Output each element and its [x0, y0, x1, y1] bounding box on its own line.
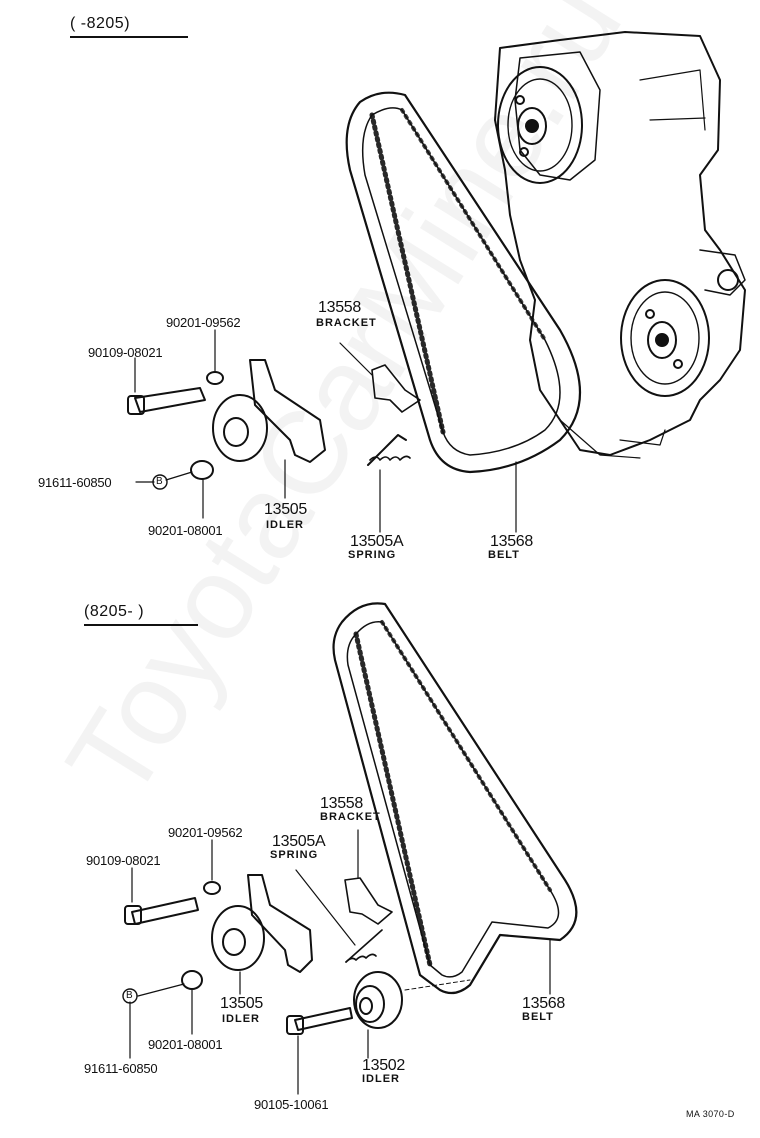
crank-pulley	[620, 279, 710, 397]
idler-bottom-drawing	[124, 869, 471, 1035]
top-spring-number: 13505A	[350, 533, 404, 550]
bottom-belt-number: 13568	[522, 995, 565, 1012]
engine-housing	[494, 31, 746, 459]
leader-lines-top	[134, 329, 517, 533]
bottom-washer-upper-label: 90201-09562	[168, 825, 243, 840]
top-washer-lower-label: 90201-08001	[148, 523, 223, 538]
bottom-spring-name: SPRING	[270, 849, 319, 861]
bottom-belt-name: BELT	[522, 1011, 554, 1023]
bottom-idler-name: IDLER	[222, 1013, 260, 1025]
top-idler-number: 13505	[264, 501, 307, 518]
section-top-range: ( -8205)	[70, 15, 131, 32]
bottom-bracket-name: BRACKET	[320, 811, 381, 823]
bottom-washer-lower-label: 90201-08001	[148, 1037, 223, 1052]
bottom-b-circle-label: B	[126, 990, 133, 1001]
timing-belt-top	[345, 91, 582, 474]
b-circle-bottom	[122, 988, 138, 1004]
section-bottom-range: (8205- )	[84, 603, 145, 620]
bottom-idler2-name: IDLER	[362, 1073, 400, 1085]
bottom-bolt2-label: 90105-10061	[254, 1097, 329, 1112]
bottom-idler-number: 13505	[220, 995, 263, 1012]
top-idler-name: IDLER	[266, 519, 304, 531]
bottom-idler2-number: 13502	[362, 1057, 405, 1074]
top-belt-name: BELT	[488, 549, 520, 561]
bottom-retainer-label: 91611-60850	[84, 1061, 158, 1076]
top-bracket-number: 13558	[318, 299, 361, 316]
top-b-circle-label: B	[156, 476, 163, 487]
bottom-bolt-label: 90109-08021	[86, 853, 161, 868]
bottom-bracket-number: 13558	[320, 795, 363, 812]
top-bolt-label: 90109-08021	[88, 345, 163, 360]
bottom-spring-number: 13505A	[272, 833, 326, 850]
top-belt-number: 13568	[490, 533, 533, 550]
drawing-code: MA 3070-D	[686, 1109, 735, 1119]
top-spring-name: SPRING	[348, 549, 397, 561]
leader-lines-bottom	[129, 829, 551, 1095]
top-bracket-name: BRACKET	[316, 317, 377, 329]
top-washer-upper-label: 90201-09562	[166, 315, 241, 330]
section-bottom-underline	[84, 624, 198, 626]
timing-belt-bottom	[332, 602, 578, 995]
section-top-underline	[70, 36, 188, 38]
cam-pulley	[497, 66, 583, 184]
b-circle-top	[152, 474, 168, 490]
idler-top-drawing	[127, 342, 421, 480]
top-retainer-label: 91611-60850	[38, 475, 112, 490]
